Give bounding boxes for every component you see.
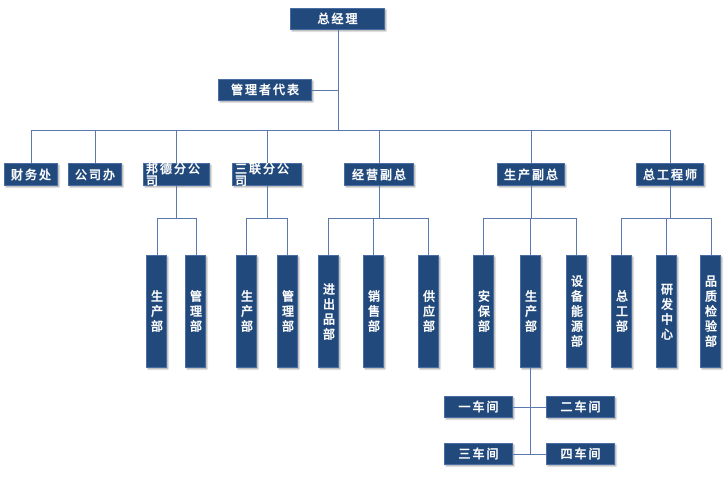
connector-line (428, 218, 429, 255)
node-workshop-2: 二车间 (546, 396, 615, 418)
node-chief-engineering-dept: 总工部 (611, 255, 632, 368)
connector-line (379, 186, 380, 218)
node-workshop-1: 一车间 (444, 396, 513, 418)
connector-line (513, 454, 546, 455)
node-operations-deputy-gm: 经营副总 (344, 163, 414, 186)
node-general-manager: 总经理 (290, 8, 385, 30)
connector-line (379, 130, 380, 163)
node-bangde-branch: 邦德分公司 (143, 163, 210, 187)
node-sales-dept: 销售部 (363, 255, 384, 368)
node-bangde-production-dept: 生产部 (146, 255, 167, 368)
connector-line (157, 218, 196, 219)
connector-line (267, 186, 268, 218)
connector-line (483, 218, 484, 255)
node-sanlian-production-dept: 生产部 (236, 255, 257, 368)
node-rd-center: 研发中心 (656, 255, 677, 368)
node-equipment-energy-dept: 设备能源部 (566, 255, 587, 368)
connector-line (530, 368, 531, 454)
connector-line (176, 130, 177, 163)
connector-line (246, 218, 287, 219)
node-bangde-management-dept: 管理部 (185, 255, 206, 368)
connector-line (176, 186, 177, 218)
connector-line (530, 218, 531, 255)
connector-line (312, 90, 338, 91)
node-workshop-3: 三车间 (444, 443, 513, 465)
connector-line (95, 130, 96, 163)
connector-line (576, 218, 577, 255)
node-workshop-4: 四车间 (546, 443, 615, 465)
node-finance-office: 财务处 (4, 163, 58, 186)
connector-line (246, 218, 247, 255)
node-supply-dept: 供应部 (418, 255, 439, 368)
connector-line (338, 30, 339, 130)
connector-line (373, 218, 374, 255)
connector-line (711, 218, 712, 255)
connector-line (670, 186, 671, 218)
connector-line (531, 186, 532, 218)
node-management-representative: 管理者代表 (218, 79, 312, 101)
connector-line (666, 218, 667, 255)
node-company-office: 公司办 (68, 163, 122, 186)
connector-line (196, 218, 197, 255)
node-production-dept: 生产部 (520, 255, 541, 368)
connector-line (483, 218, 576, 219)
node-quality-inspection-dept: 品质检验部 (700, 255, 721, 368)
node-sanlian-branch: 三联分公司 (232, 163, 302, 187)
connector-line (157, 218, 158, 255)
connector-line (328, 218, 329, 255)
node-sanlian-management-dept: 管理部 (277, 255, 298, 368)
connector-line (31, 130, 670, 131)
connector-line (621, 218, 711, 219)
connector-line (621, 218, 622, 255)
node-import-export-goods-dept: 进出品部 (318, 255, 339, 368)
connector-line (328, 218, 428, 219)
connector-line (513, 407, 546, 408)
connector-line (267, 130, 268, 163)
node-chief-engineer: 总工程师 (636, 163, 704, 186)
connector-line (31, 130, 32, 163)
connector-line (531, 130, 532, 163)
node-production-deputy-gm: 生产副总 (497, 163, 565, 186)
connector-line (670, 130, 671, 163)
connector-line (287, 218, 288, 255)
node-security-dept: 安保部 (473, 255, 494, 368)
